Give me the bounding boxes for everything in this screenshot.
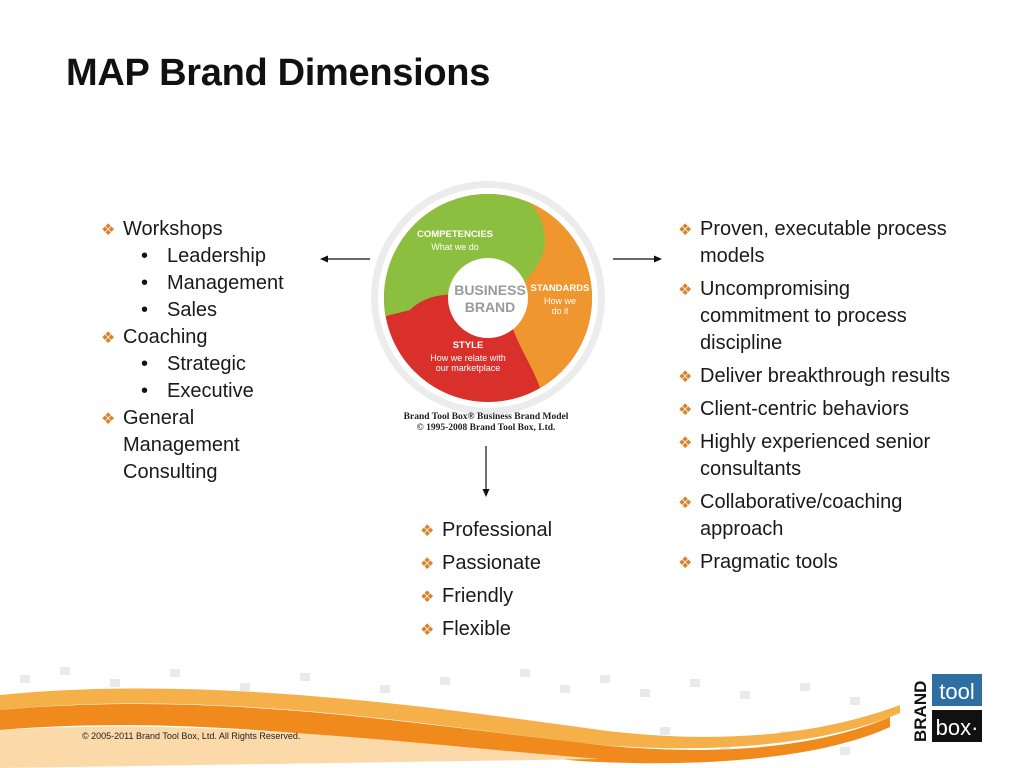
diamond-bullet-icon: ❖ [420,589,434,606]
logo-box-text: box· [936,715,979,740]
standards-sub: How we [544,296,576,306]
business-brand-wheel: BUSINESS BRAND COMPETENCIES What we do S… [371,181,605,415]
brand-tool-box-logo: BRAND tool box· [912,674,982,742]
item-label: Flexible [442,618,511,640]
bullet-icon: • [141,272,149,294]
logo-box-box [932,710,982,742]
item-line: Client-centric behaviors [700,398,909,420]
item-line: Uncompromising [700,278,851,300]
methodology-list: ❖ Proven, executable process models ❖ Un… [674,216,974,582]
list-item: ❖ Uncompromising commitment to process d… [674,276,974,357]
item-label: Professional [442,519,553,541]
diamond-bullet-icon: ❖ [101,411,115,428]
item-line: Proven, executable process [700,218,947,240]
sub-item-label: Management [167,272,284,294]
item-label: General [123,407,195,429]
services-list: ❖ Workshops • Leadership • Management • Sal… [97,216,337,486]
list-item: ❖ Collaborative/coaching approach [674,489,974,543]
diamond-bullet-icon: ❖ [420,622,434,639]
item-label: Management [123,434,240,456]
diamond-bullet-icon: ❖ [678,402,692,419]
item-line: Highly experienced senior [700,431,931,453]
logo-tool-box [932,674,982,706]
logo-tool-text: tool [939,679,974,704]
list-item: ❖ Flexible [416,616,616,643]
diamond-bullet-icon: ❖ [678,222,692,239]
list-item-coaching: ❖ Coaching [97,324,337,351]
list-item-workshops: ❖ Workshops [97,216,337,243]
style-label: STYLE [453,340,484,351]
item-line: approach [700,518,784,540]
copyright-text: © 2005-2011 Brand Tool Box, Ltd. All Rig… [82,731,301,741]
bullet-icon: • [141,380,149,402]
sub-item: • Strategic [97,351,337,378]
item-line: models [700,245,765,267]
item-label: Passionate [442,552,541,574]
sub-item: • Leadership [97,243,337,270]
swoosh-light [0,688,900,749]
diamond-bullet-icon: ❖ [678,369,692,386]
diamond-bullet-icon: ❖ [420,523,434,540]
diamond-bullet-icon: ❖ [678,555,692,572]
competencies-label: COMPETENCIES [417,229,493,240]
standards-label: STANDARDS [531,283,590,294]
diagram-caption: Brand Tool Box® Business Brand Model © 1… [386,412,586,434]
style-attributes-list: ❖ Professional ❖ Passionate ❖ Friendly ❖ Fle… [416,517,616,649]
diamond-bullet-icon: ❖ [678,282,692,299]
list-item: ❖ Friendly [416,583,616,610]
center-label: BUSINESS [454,282,526,298]
list-item: ❖ Proven, executable process models [674,216,974,270]
item-line: Deliver breakthrough results [700,365,951,387]
sub-item: • Sales [97,297,337,324]
swoosh-orange [0,704,890,764]
bullet-icon: • [141,353,149,375]
list-item-general-consulting: ❖ General Management Consulting [97,405,337,486]
logo-brand-text: BRAND [912,681,930,742]
diamond-bullet-icon: ❖ [678,495,692,512]
footer-swoosh [0,667,900,768]
item-label: Consulting [123,461,218,483]
list-item: ❖ Highly experienced senior consultants [674,429,974,483]
item-line: Pragmatic tools [700,551,838,573]
item-line: commitment to process [700,305,907,327]
diamond-bullet-icon: ❖ [678,435,692,452]
item-label: Friendly [442,585,514,607]
item-line: Collaborative/coaching [700,491,903,513]
diamond-bullet-icon: ❖ [101,222,115,239]
sub-item-label: Leadership [167,245,266,267]
slide-title: MAP Brand Dimensions [66,52,491,94]
style-sub: our marketplace [436,363,501,373]
standards-sub: do it [551,306,569,316]
style-sub: How we relate with [430,353,506,363]
center-circle [448,258,528,338]
item-label: Workshops [123,218,223,240]
item-line: consultants [700,458,802,480]
diamond-bullet-icon: ❖ [420,556,434,573]
list-item: ❖ Passionate [416,550,616,577]
item-label: Coaching [123,326,208,348]
sub-item: • Executive [97,378,337,405]
swoosh-pale [0,726,600,768]
arrow-head-icon [482,489,490,497]
bullet-icon: • [141,245,149,267]
sub-item-label: Sales [167,299,218,321]
sub-item-label: Strategic [167,353,246,375]
item-line: discipline [700,332,783,354]
center-label: BRAND [465,299,516,315]
diamond-bullet-icon: ❖ [101,330,115,347]
bullet-icon: • [141,299,149,321]
list-item: ❖ Client-centric behaviors [674,396,974,423]
sub-item-label: Executive [167,380,254,402]
list-item: ❖ Professional [416,517,616,544]
arrow-head-icon [654,255,662,263]
caption-line: © 1995-2008 Brand Tool Box, Ltd. [416,423,556,433]
competencies-sub: What we do [431,242,479,252]
sub-item: • Management [97,270,337,297]
list-item: ❖ Deliver breakthrough results [674,363,974,390]
list-item: ❖ Pragmatic tools [674,549,974,576]
caption-line: Brand Tool Box® Business Brand Model [403,412,569,422]
